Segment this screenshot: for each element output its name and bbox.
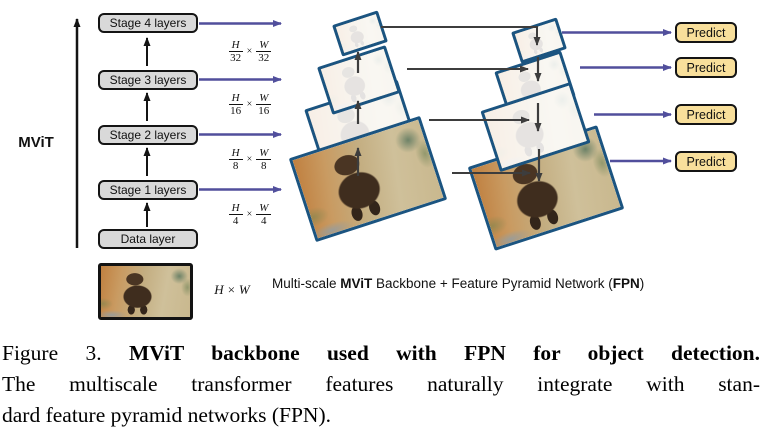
backbone-label: MViT xyxy=(18,134,54,151)
caption-line-1: Figure 3. MViT backbone used with FPN fo… xyxy=(2,338,760,369)
stage-3-box: Stage 3 layers xyxy=(98,70,198,90)
stage-4-label: Stage 4 layers xyxy=(109,16,187,30)
predict-label: Predict xyxy=(686,107,726,122)
subtitle-mvit: MViT xyxy=(340,276,373,291)
input-size-label: H × W xyxy=(214,282,250,297)
predict-box-4: Predict xyxy=(675,151,737,172)
caption-line-2: The multiscale transformer features natu… xyxy=(2,372,760,396)
stage-4-box: Stage 4 layers xyxy=(98,13,198,33)
predict-box-3: Predict xyxy=(675,104,737,125)
predict-label: Predict xyxy=(686,154,726,169)
caption-line-3: dard feature pyramid networks (FPN). xyxy=(2,403,331,427)
caption-figure-number: Figure 3. xyxy=(2,341,129,365)
predict-box-2: Predict xyxy=(675,57,737,78)
stage-3-label: Stage 3 layers xyxy=(109,73,187,87)
predict-label: Predict xyxy=(686,60,726,75)
diagram-subtitle: Multi-scale MViT Backbone + Feature Pyra… xyxy=(272,276,644,291)
figure-caption: Figure 3. MViT backbone used with FPN fo… xyxy=(2,338,760,431)
subtitle-part: ) xyxy=(639,276,645,291)
subtitle-part: Multi-scale xyxy=(272,276,341,291)
input-bear-image xyxy=(98,263,193,320)
subtitle-fpn: FPN xyxy=(612,276,640,291)
times-sign: × xyxy=(246,209,253,221)
caption-title: MViT backbone used with FPN for object d… xyxy=(128,341,761,365)
data-layer-label: Data layer xyxy=(120,232,176,246)
times-sign: × xyxy=(246,154,253,166)
stage-2-box: Stage 2 layers xyxy=(98,125,198,145)
stage-1-label: Stage 1 layers xyxy=(109,183,187,197)
times-sign: × xyxy=(246,99,253,111)
predict-label: Predict xyxy=(686,25,726,40)
predict-box-1: Predict xyxy=(675,22,737,43)
subtitle-part: Backbone + Feature Pyramid Network ( xyxy=(372,276,613,291)
stage-2-label: Stage 2 layers xyxy=(109,128,187,142)
times-sign: × xyxy=(246,46,253,58)
stage-1-box: Stage 1 layers xyxy=(98,180,198,200)
data-layer-box: Data layer xyxy=(98,229,198,249)
